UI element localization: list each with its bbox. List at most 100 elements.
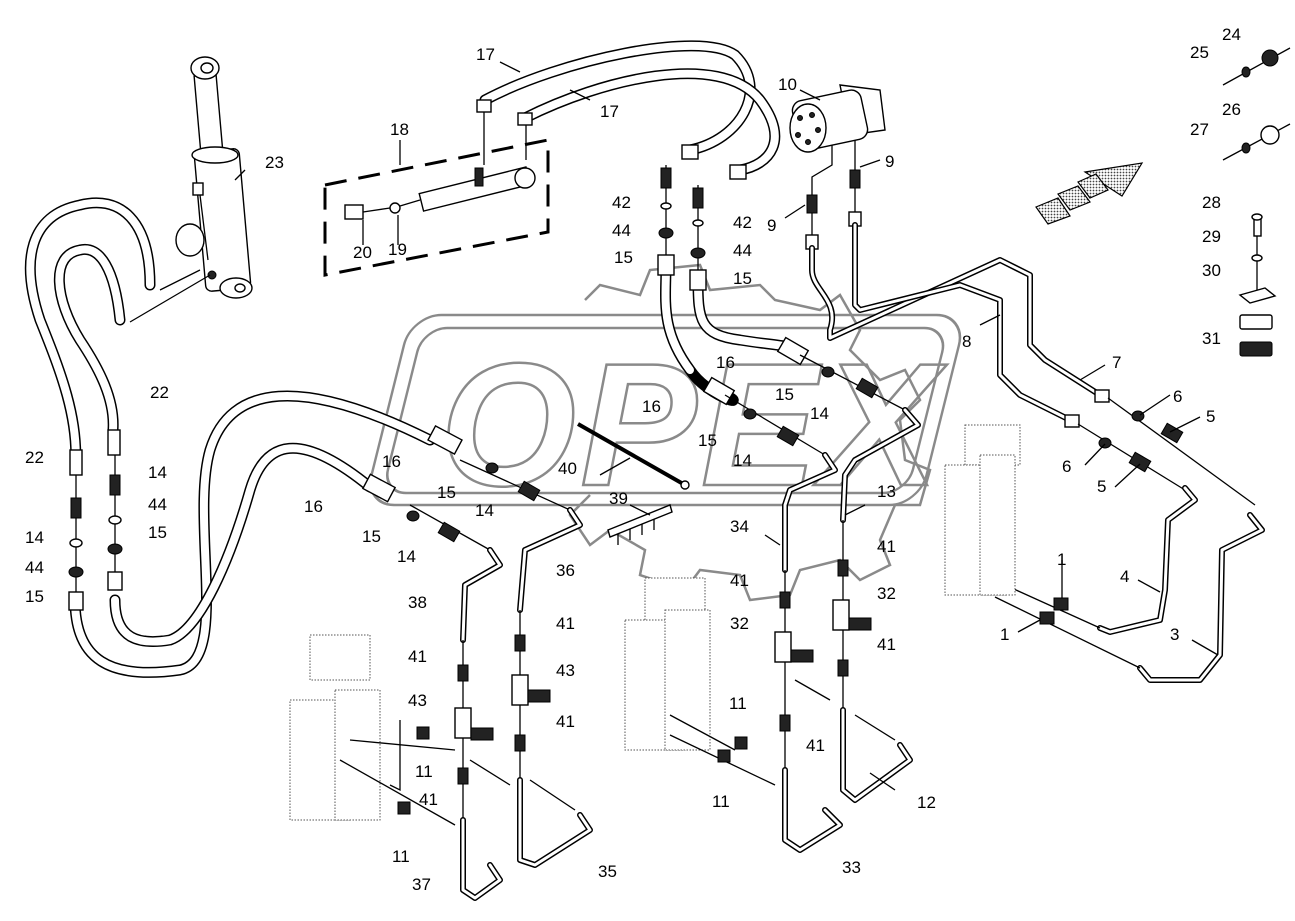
- callout-15: 15: [148, 523, 167, 542]
- callout-42: 42: [612, 193, 631, 212]
- callout-33: 33: [842, 858, 861, 877]
- callout-11: 11: [729, 694, 747, 713]
- callout-44: 44: [148, 495, 167, 514]
- hardware-column: [1222, 47, 1291, 357]
- callout-15: 15: [733, 269, 752, 288]
- callout-31: 31: [1202, 329, 1221, 348]
- callout-15: 15: [614, 248, 633, 267]
- callout-11: 11: [712, 792, 730, 811]
- callout-1: 1: [1000, 625, 1009, 644]
- watermark-text: OPEX: [440, 328, 948, 523]
- callout-14: 14: [810, 404, 829, 423]
- callout-35: 35: [598, 862, 617, 881]
- hydraulic-cylinder: [175, 56, 253, 299]
- leader-lines: [234, 61, 1219, 791]
- callout-41: 41: [806, 736, 825, 755]
- callout-44: 44: [733, 241, 752, 260]
- callout-44: 44: [612, 221, 631, 240]
- callout-15: 15: [362, 527, 381, 546]
- callout-18: 18: [390, 120, 409, 139]
- callout-32: 32: [877, 584, 896, 603]
- callout-14: 14: [397, 547, 416, 566]
- callout-38: 38: [408, 593, 427, 612]
- callout-16: 16: [382, 452, 401, 471]
- callout-15: 15: [775, 385, 794, 404]
- callout-37: 37: [412, 875, 431, 894]
- hose-16-lower-pair: [69, 390, 463, 678]
- callout-41: 41: [730, 571, 749, 590]
- callout-3: 3: [1170, 625, 1179, 644]
- callout-14: 14: [475, 501, 494, 520]
- callout-42: 42: [733, 213, 752, 232]
- callout-20: 20: [353, 243, 372, 262]
- callout-7: 7: [1112, 353, 1121, 372]
- callout-5: 5: [1206, 407, 1215, 426]
- callout-34: 34: [730, 517, 749, 536]
- callout-15: 15: [437, 483, 456, 502]
- hose-22-pair: [24, 197, 211, 476]
- callout-9: 9: [767, 216, 776, 235]
- callout-22: 22: [150, 383, 169, 402]
- callout-26: 26: [1222, 100, 1241, 119]
- callout-41: 41: [419, 790, 438, 809]
- callout-17: 17: [476, 45, 495, 64]
- callout-23: 23: [265, 153, 284, 172]
- callout-43: 43: [556, 661, 575, 680]
- callout-14: 14: [148, 463, 167, 482]
- callout-41: 41: [408, 647, 427, 666]
- control-valve-center: [624, 577, 711, 751]
- callout-6: 6: [1173, 387, 1182, 406]
- callout-36: 36: [556, 561, 575, 580]
- callout-24: 24: [1222, 25, 1241, 44]
- callout-9: 9: [885, 152, 894, 171]
- subassembly-18: [323, 138, 550, 277]
- callout-30: 30: [1202, 261, 1221, 280]
- control-valve-left: [289, 634, 381, 821]
- callout-27: 27: [1190, 120, 1209, 139]
- callout-14: 14: [733, 451, 752, 470]
- control-valve-right: [944, 424, 1021, 596]
- cable-tie-40: [577, 422, 690, 490]
- callout-25: 25: [1190, 43, 1209, 62]
- direction-arrow-icon: [1035, 162, 1144, 225]
- callout-32: 32: [730, 614, 749, 633]
- callout-15: 15: [25, 587, 44, 606]
- callout-8: 8: [962, 332, 971, 351]
- callout-5: 5: [1097, 477, 1106, 496]
- callout-16: 16: [642, 397, 661, 416]
- pipes-3-4: [994, 485, 1265, 683]
- callout-40: 40: [558, 459, 577, 478]
- callout-11: 11: [415, 762, 433, 781]
- clip-strip-39: [607, 504, 673, 545]
- callout-41: 41: [877, 537, 896, 556]
- callout-19: 19: [388, 240, 407, 259]
- callout-11: 11: [392, 847, 410, 866]
- callout-14: 14: [25, 528, 44, 547]
- callout-28: 28: [1202, 193, 1221, 212]
- callout-22: 22: [25, 448, 44, 467]
- callout-15: 15: [698, 431, 717, 450]
- callout-16: 16: [716, 353, 735, 372]
- callout-41: 41: [556, 712, 575, 731]
- callout-39: 39: [609, 489, 628, 508]
- callout-29: 29: [1202, 227, 1221, 246]
- callout-41: 41: [556, 614, 575, 633]
- pipes-left: [339, 459, 593, 901]
- callout-6: 6: [1062, 457, 1071, 476]
- hose-17-pair: [476, 40, 781, 180]
- callout-4: 4: [1120, 567, 1129, 586]
- callout-43: 43: [408, 691, 427, 710]
- callout-labels: 1 1 3 4 5 5 6 6 7 8 9 9 10 11 11 11 11 1…: [25, 25, 1241, 894]
- callout-17: 17: [600, 102, 619, 121]
- callout-1: 1: [1057, 550, 1066, 569]
- callout-10: 10: [778, 75, 797, 94]
- callout-13: 13: [877, 482, 896, 501]
- left-fitting-stacks: [68, 455, 123, 611]
- pipes-7-8: [809, 222, 1256, 506]
- pipes-center: [669, 354, 921, 853]
- callout-16: 16: [304, 497, 323, 516]
- callout-41: 41: [877, 635, 896, 654]
- hydraulic-motor: [789, 84, 886, 250]
- callout-44: 44: [25, 558, 44, 577]
